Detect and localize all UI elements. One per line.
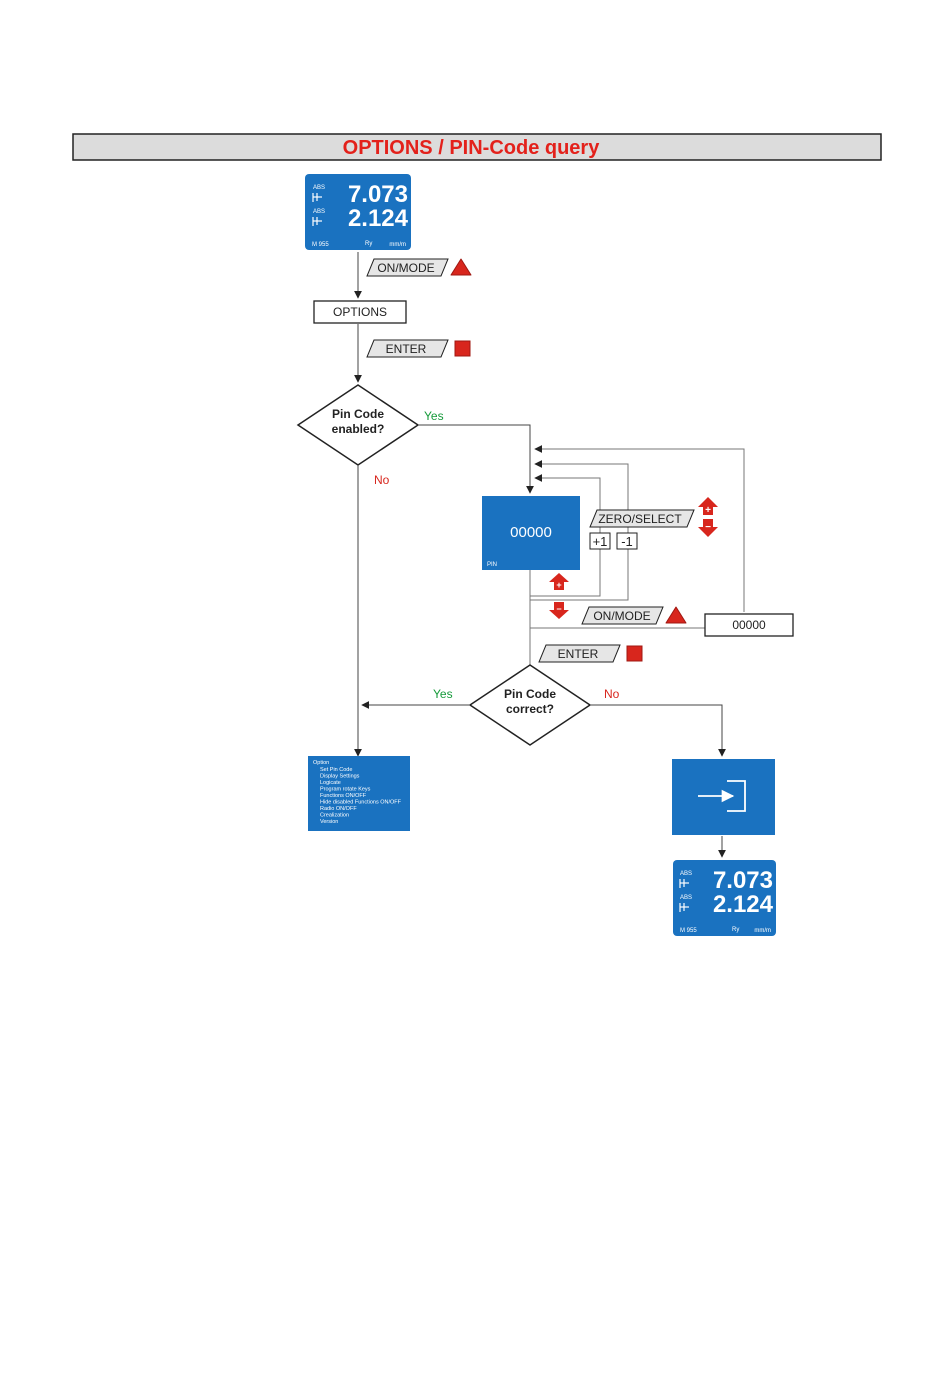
on-mode-key-2: ON/MODE [581,606,664,625]
square-red-icon-2 [626,645,643,662]
arrow-yes-to-pin [418,424,534,494]
start-display: ABS 7.073 ABS 2.124 M 955 Ry mm/m [305,174,411,250]
option-menu-item: Functions ON/OFF [320,793,367,799]
option-menu-item: Version [320,819,338,825]
plus-one-label: +1 [593,534,608,549]
arrow-no-to-exit [590,704,726,757]
display-value-2: 2.124 [348,205,409,232]
axis-y-icon-2 [679,903,689,912]
up-down-arrow-icon: + − [698,497,718,537]
pin-reset-label: 00000 [732,618,766,632]
display-footer-mid-end: Ry [732,927,739,933]
decision-pin-enabled-line2: enabled? [332,422,385,436]
end-display: ABS 7.073 ABS 2.124 M 955 Ry mm/m [673,860,776,936]
up-arrow-red-icon: + [549,573,569,590]
axis-x-icon-2 [679,879,689,888]
svg-text:+: + [705,505,711,516]
pin-label: PIN [487,562,497,568]
on-mode-key-2-label: ON/MODE [593,609,650,623]
down-arrow-red-icon: − [549,602,569,619]
option-menu-item: Set Pin Code [320,767,352,773]
display-value-2-end: 2.124 [713,891,774,918]
display-footer-right-end: mm/m [754,928,771,934]
decision-pin-enabled: Pin Code enabled? [296,384,420,466]
minus-one-box: -1 [616,532,638,550]
exit-screen [672,759,775,835]
enter-key-1: ENTER [366,339,449,358]
on-mode-key-1: ON/MODE [366,258,449,277]
axis-x-icon [312,193,322,202]
plus-one-box: +1 [589,532,611,550]
square-red-icon [454,340,471,357]
no-label-1: No [374,473,390,487]
abs-label-1: ABS [313,185,325,191]
options-label: OPTIONS [333,305,387,319]
yes-label-1: Yes [424,409,444,423]
zero-select-key: ZERO/SELECT [589,509,695,528]
option-menu-item: Display Settings [320,774,360,780]
minus-one-label: -1 [621,534,633,549]
yes-label-2: Yes [433,687,453,701]
decision-pin-correct-line2: correct? [506,702,554,716]
enter-key-1-label: ENTER [386,342,427,356]
display-value-1-end: 7.073 [713,867,773,894]
decision-pin-enabled-line1: Pin Code [332,407,384,421]
pin-screen: 00000 PIN [482,496,580,570]
pin-reset-box: 00000 [704,613,794,637]
display-footer-left: M 955 [312,242,329,248]
title-bar: OPTIONS / PIN-Code query [72,133,882,161]
abs-label-3: ABS [680,871,692,877]
option-menu-item: Hide disabled Functions ON/OFF [320,800,402,806]
display-value-1: 7.073 [348,181,408,208]
option-menu-item: Crealization [320,813,349,819]
loop-reset [534,445,745,612]
decision-pin-correct: Pin Code correct? [468,664,592,746]
page-title: OPTIONS / PIN-Code query [343,137,601,159]
pin-value: 00000 [510,524,552,541]
enter-key-2: ENTER [538,644,621,663]
enter-key-2-label: ENTER [558,647,599,661]
option-menu-item: Program rotate Keys [320,787,371,793]
option-menu-screen: Option Set Pin Code Display Settings Log… [308,756,410,831]
display-footer-left-end: M 955 [680,928,697,934]
svg-text:−: − [705,522,711,533]
option-menu-item: Radio ON/OFF [320,806,357,812]
triangle-up-red-icon [450,258,472,276]
exit-icon [698,780,746,812]
option-menu-item: Logicate [320,780,341,786]
loop-minus-one [530,460,629,601]
zero-select-label: ZERO/SELECT [598,512,682,526]
abs-label-4: ABS [680,895,692,901]
options-box: OPTIONS [313,300,407,324]
decision-pin-correct-line1: Pin Code [504,687,556,701]
option-menu-header: Option [313,760,329,766]
axis-y-icon [312,217,322,226]
display-footer-right: mm/m [389,242,406,248]
display-footer-mid: Ry [365,241,372,247]
svg-text:+: + [556,580,561,590]
on-mode-key-1-label: ON/MODE [377,261,434,275]
no-label-2: No [604,687,620,701]
abs-label-2: ABS [313,209,325,215]
triangle-up-red-icon-2 [665,606,687,624]
svg-text:−: − [556,604,561,614]
